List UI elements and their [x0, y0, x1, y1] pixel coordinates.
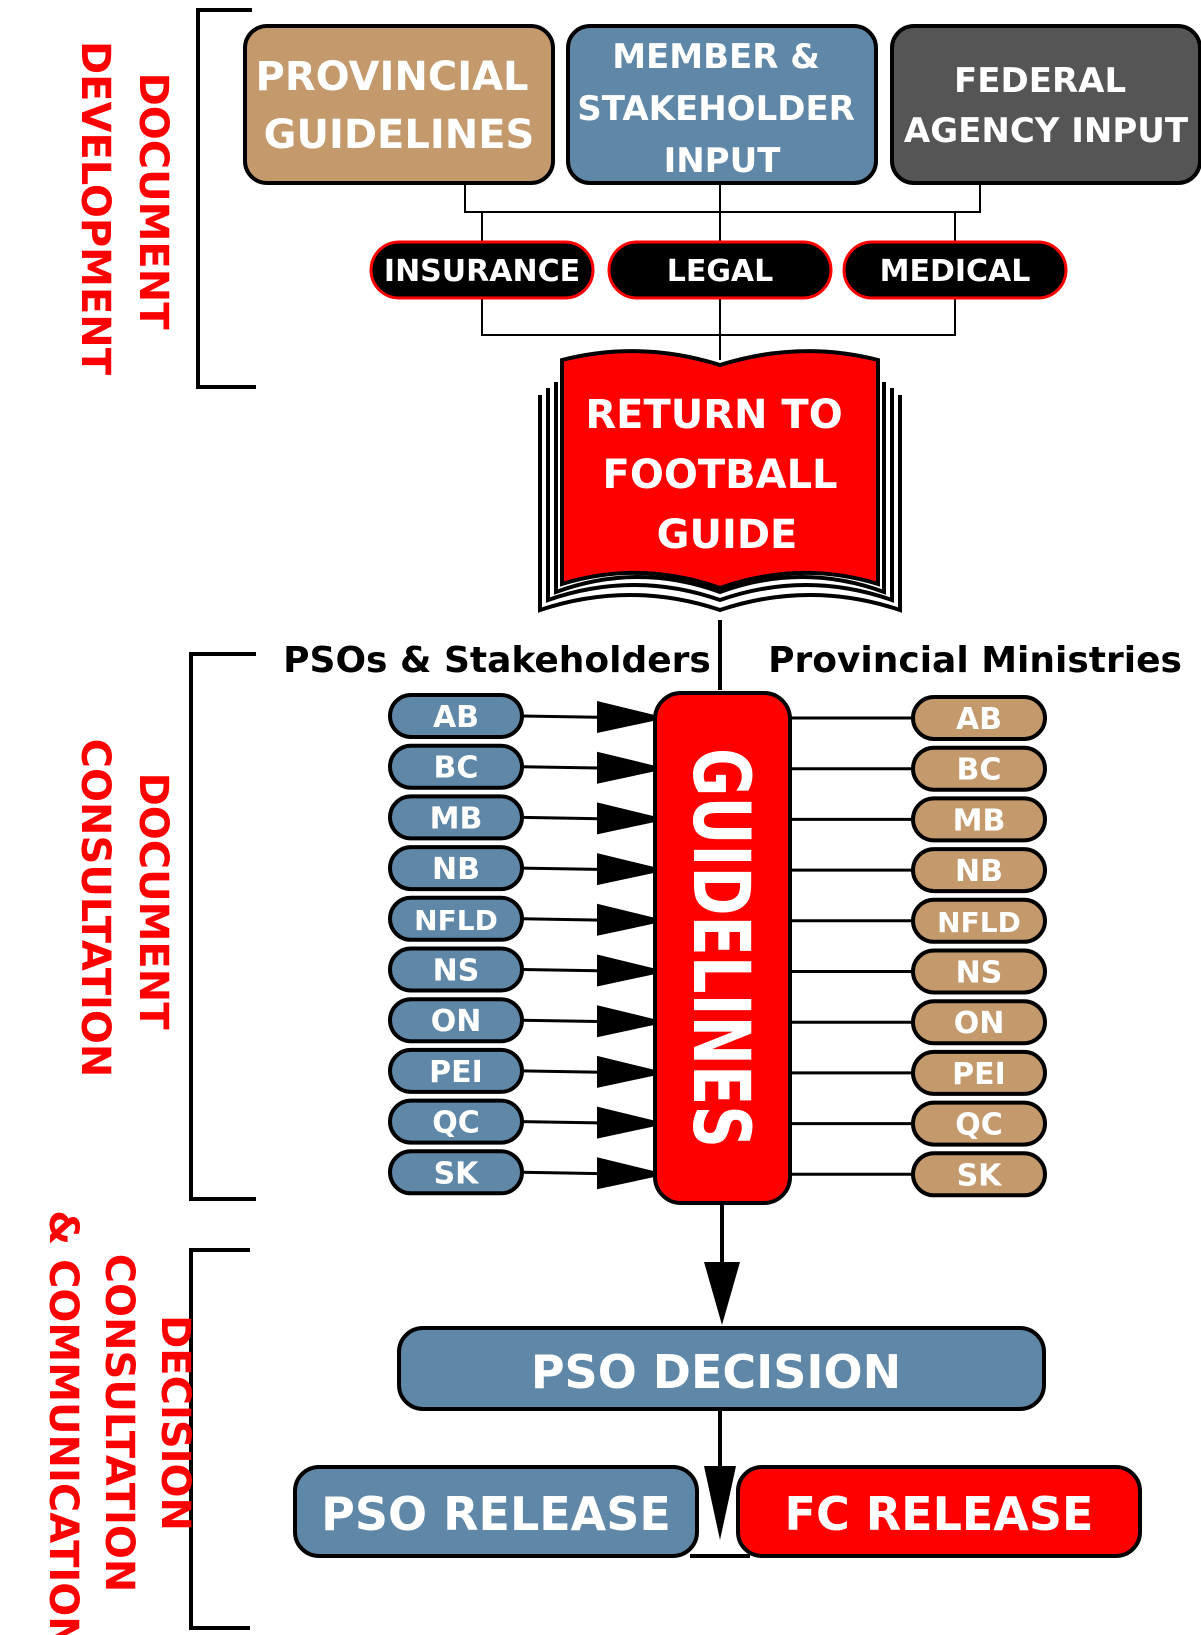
- legal-pill: LEGAL: [607, 240, 833, 300]
- svg-text:LEGAL: LEGAL: [667, 254, 774, 289]
- svg-text:FC RELEASE: FC RELEASE: [785, 1487, 1094, 1541]
- pso-pill-nb: NB: [388, 845, 524, 892]
- ministry-pill-ns: NS: [911, 948, 1047, 995]
- svg-text:PROVINCIAL GUIDELINES: PROVINCIAL GUIDELINES: [256, 54, 543, 158]
- province-rows: AB AB BC BC MB MB NB NB NFLD NFLD NS NS ON ON PEI PEI QC…: [388, 693, 1047, 1198]
- section-label-decision: DECISION CONSULTATION & COMMUNICATION: [40, 1210, 198, 1635]
- svg-text:PEI: PEI: [952, 1057, 1006, 1092]
- pso-arrowhead-mb: [597, 802, 667, 835]
- ministry-pill-bc: BC: [911, 745, 1047, 792]
- pso-arrowhead-qc: [597, 1106, 667, 1139]
- svg-text:NS: NS: [956, 956, 1003, 991]
- pso-pill-pei: PEI: [388, 1047, 524, 1094]
- pso-pill-on: ON: [388, 997, 524, 1044]
- return-to-football-guide-book: RETURN TO FOOTBALL GUIDE: [538, 349, 902, 613]
- svg-text:PSO DECISION: PSO DECISION: [531, 1345, 901, 1399]
- pso-pill-ab: AB: [388, 693, 524, 739]
- pso-pill-bc: BC: [388, 743, 524, 790]
- pso-arrowhead-ns: [597, 954, 667, 987]
- pso-arrowhead-sk: [597, 1157, 667, 1190]
- ministry-pill-pei: PEI: [911, 1049, 1047, 1096]
- svg-text:SK: SK: [957, 1158, 1004, 1193]
- decision-bracket: [189, 1248, 250, 1630]
- decision-to-release-arrowhead: [704, 1466, 736, 1540]
- pso-arrowhead-nb: [597, 853, 667, 886]
- svg-text:MEMBER & STAKEHOLDER: MEMBER & STAKEHOLDER INPUT: [577, 37, 866, 181]
- svg-text:ON: ON: [431, 1004, 482, 1039]
- svg-text:FEDERAL AGENCY INPUT: FEDERAL AGENCY INPUT: [904, 61, 1189, 151]
- svg-text:MEDICAL: MEDICAL: [880, 254, 1031, 289]
- svg-text:QC: QC: [955, 1108, 1003, 1143]
- ministry-pill-ab: AB: [911, 695, 1047, 741]
- svg-text:DECISION CONSULTATION: DECISION CONSULTATION & COMMUNICATION: [40, 1210, 198, 1635]
- pso-release-box: PSO RELEASE: [293, 1465, 699, 1558]
- insurance-pill: INSURANCE: [369, 240, 595, 300]
- section-label-development: DOCUMENT DEVELOPMENT: [72, 41, 176, 376]
- svg-text:NFLD: NFLD: [414, 904, 498, 937]
- svg-text:NB: NB: [955, 854, 1003, 889]
- svg-text:RETURN TO FOOTBALL: RETURN TO FOOTBALL GUIDE: [585, 392, 856, 558]
- svg-text:ON: ON: [954, 1006, 1005, 1041]
- svg-text:DOCUMENT CONSULTATION: DOCUMENT CONSULTATION: [72, 739, 176, 1078]
- svg-text:PSO RELEASE: PSO RELEASE: [321, 1487, 671, 1541]
- svg-text:NS: NS: [433, 954, 480, 989]
- consultation-bracket: [189, 652, 256, 1201]
- pso-arrowhead-nfld: [597, 903, 667, 936]
- svg-text:PEI: PEI: [429, 1055, 483, 1090]
- pso-pill-nfld: NFLD: [388, 895, 524, 942]
- svg-text:BC: BC: [434, 751, 479, 786]
- svg-text:MB: MB: [953, 803, 1006, 838]
- fc-release-box: FC RELEASE: [736, 1465, 1142, 1558]
- svg-text:MB: MB: [430, 801, 483, 836]
- pso-pill-ns: NS: [388, 946, 524, 993]
- pso-arrowhead-ab: [597, 701, 667, 733]
- svg-text:NFLD: NFLD: [937, 906, 1021, 939]
- provincial-ministries-header: Provincial Ministries: [768, 640, 1182, 681]
- svg-text:QC: QC: [432, 1106, 480, 1141]
- svg-text:NB: NB: [432, 852, 480, 887]
- guidelines-to-decision-arrowhead: [704, 1262, 740, 1325]
- ministry-pill-nfld: NFLD: [911, 897, 1047, 944]
- section-label-consultation: DOCUMENT CONSULTATION: [72, 739, 176, 1078]
- federal-agency-input-box: FEDERAL AGENCY INPUT: [890, 24, 1201, 185]
- pso-decision-box: PSO DECISION: [397, 1326, 1046, 1411]
- pso-arrowhead-pei: [597, 1055, 667, 1088]
- ministry-pill-sk: SK: [911, 1151, 1047, 1198]
- provincial-guidelines-box: PROVINCIAL GUIDELINES: [243, 24, 555, 185]
- svg-text:AB: AB: [956, 702, 1002, 737]
- pso-arrowhead-bc: [597, 751, 667, 784]
- medical-pill: MEDICAL: [842, 240, 1068, 300]
- svg-text:INSURANCE: INSURANCE: [384, 254, 580, 289]
- pso-pill-mb: MB: [388, 794, 524, 841]
- svg-text:GUIDELINES: GUIDELINES: [675, 748, 765, 1148]
- ministry-pill-on: ON: [911, 999, 1047, 1046]
- pso-arrowhead-on: [597, 1005, 667, 1038]
- ministry-pill-qc: QC: [911, 1100, 1047, 1147]
- svg-text:BC: BC: [957, 753, 1002, 788]
- pso-pill-sk: SK: [388, 1149, 524, 1196]
- pso-stakeholders-header: PSOs & Stakeholders: [283, 640, 711, 681]
- pso-pill-qc: QC: [388, 1098, 524, 1145]
- member-stakeholder-input-box: MEMBER & STAKEHOLDER INPUT: [566, 24, 878, 185]
- ministry-pill-mb: MB: [911, 796, 1047, 843]
- svg-text:DOCUMENT DEVELOPMENT: DOCUMENT DEVELOPMENT: [72, 41, 176, 376]
- guidelines-box: GUIDELINES: [653, 691, 792, 1205]
- svg-text:AB: AB: [433, 700, 479, 735]
- development-bracket: [196, 8, 256, 389]
- ministry-pill-nb: NB: [911, 847, 1047, 894]
- svg-text:SK: SK: [434, 1156, 481, 1191]
